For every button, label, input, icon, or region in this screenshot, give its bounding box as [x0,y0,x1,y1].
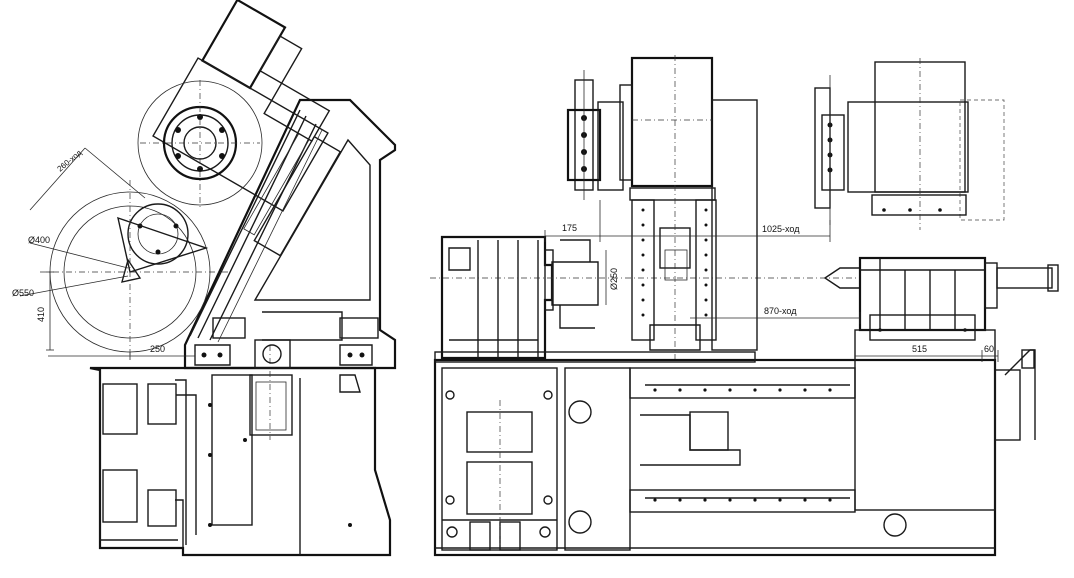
side-view-base [89,345,392,557]
front-view [430,55,1059,557]
turret-alt-position [814,58,1005,230]
dim-diameter-400: Ø400 [28,235,50,245]
side-view-inclined-bed [183,98,397,370]
turret-disc [137,80,263,210]
dim-width-60: 60 [984,344,994,354]
dim-width-175: 175 [562,223,577,233]
dim-diameter-550: Ø550 [12,288,34,298]
swing-circles [29,147,230,355]
headstock [430,235,860,360]
dim-width-250-left: 250 [150,344,165,354]
dim-stroke-1025: 1025-ход [762,224,800,234]
side-view-dimensions [19,242,196,360]
dim-stroke-870: 870-ход [764,306,797,316]
turret-column-front [619,55,758,360]
side-view-turret [152,0,342,257]
tailstock [823,256,1059,341]
dim-width-515: 515 [912,344,927,354]
front-view-dimensions [544,200,999,362]
tool-turret-front [566,70,624,200]
dim-height-410: 410 [36,307,46,322]
dim-diameter-250: Ø250 [609,268,619,290]
dim-stroke-260: 260-ход [56,148,84,174]
side-view [19,0,397,557]
front-bed [433,329,1036,557]
